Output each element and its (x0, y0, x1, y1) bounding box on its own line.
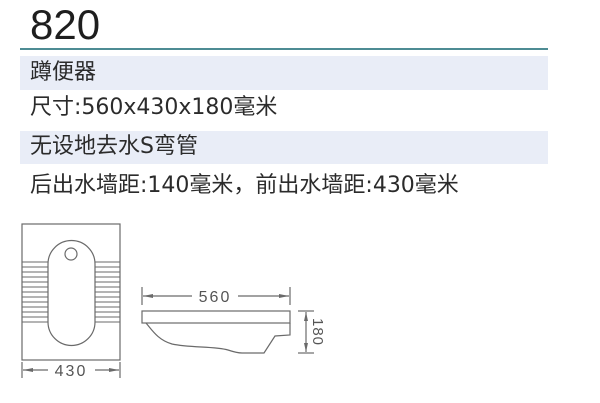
title-divider (20, 48, 548, 50)
side-view-height-label: 180 (309, 318, 326, 346)
dimensions-spec: 尺寸:560x430x180毫米 (30, 95, 278, 120)
model-number: 820 (30, 1, 101, 48)
side-view-drawing (141, 287, 314, 354)
spec-band-2 (20, 131, 548, 164)
spec-band-1 (20, 56, 548, 90)
wall-distance-spec: 后出水墙距:140毫米，前出水墙距:430毫米 (30, 173, 459, 198)
side-view-length-label: 560 (199, 289, 232, 306)
product-type: 蹲便器 (30, 60, 97, 85)
top-view-drawing (21, 223, 121, 378)
top-view-width-label: 430 (55, 363, 88, 380)
drain-spec: 无设地去水S弯管 (30, 134, 198, 159)
